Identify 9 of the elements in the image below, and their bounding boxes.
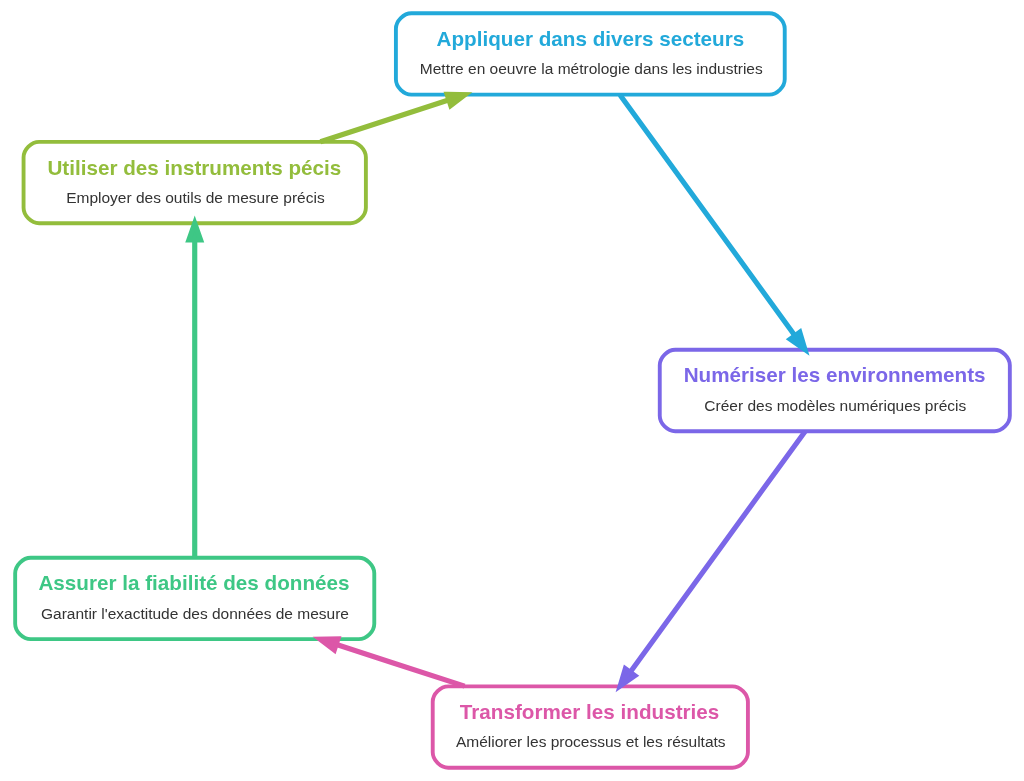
node-box: Assurer la fiabilité des données Garantir l'exactitude des données de mesure [12,555,376,642]
node-box: Numériser les environnements Créer des modèles numériques précis [657,347,1012,434]
arrow [319,91,472,145]
node-box: Appliquer dans divers secteurs Mettre en oeuvre la métrologie dans les industries [393,11,787,97]
arrow [184,215,204,558]
arrow [312,636,465,689]
arrow [617,93,809,356]
node-box: Transformer les industries Améliorer les processus et les résultats [430,684,750,770]
node-box: Utiliser des instruments pécis Employer des outils de mesure précis [21,139,368,226]
